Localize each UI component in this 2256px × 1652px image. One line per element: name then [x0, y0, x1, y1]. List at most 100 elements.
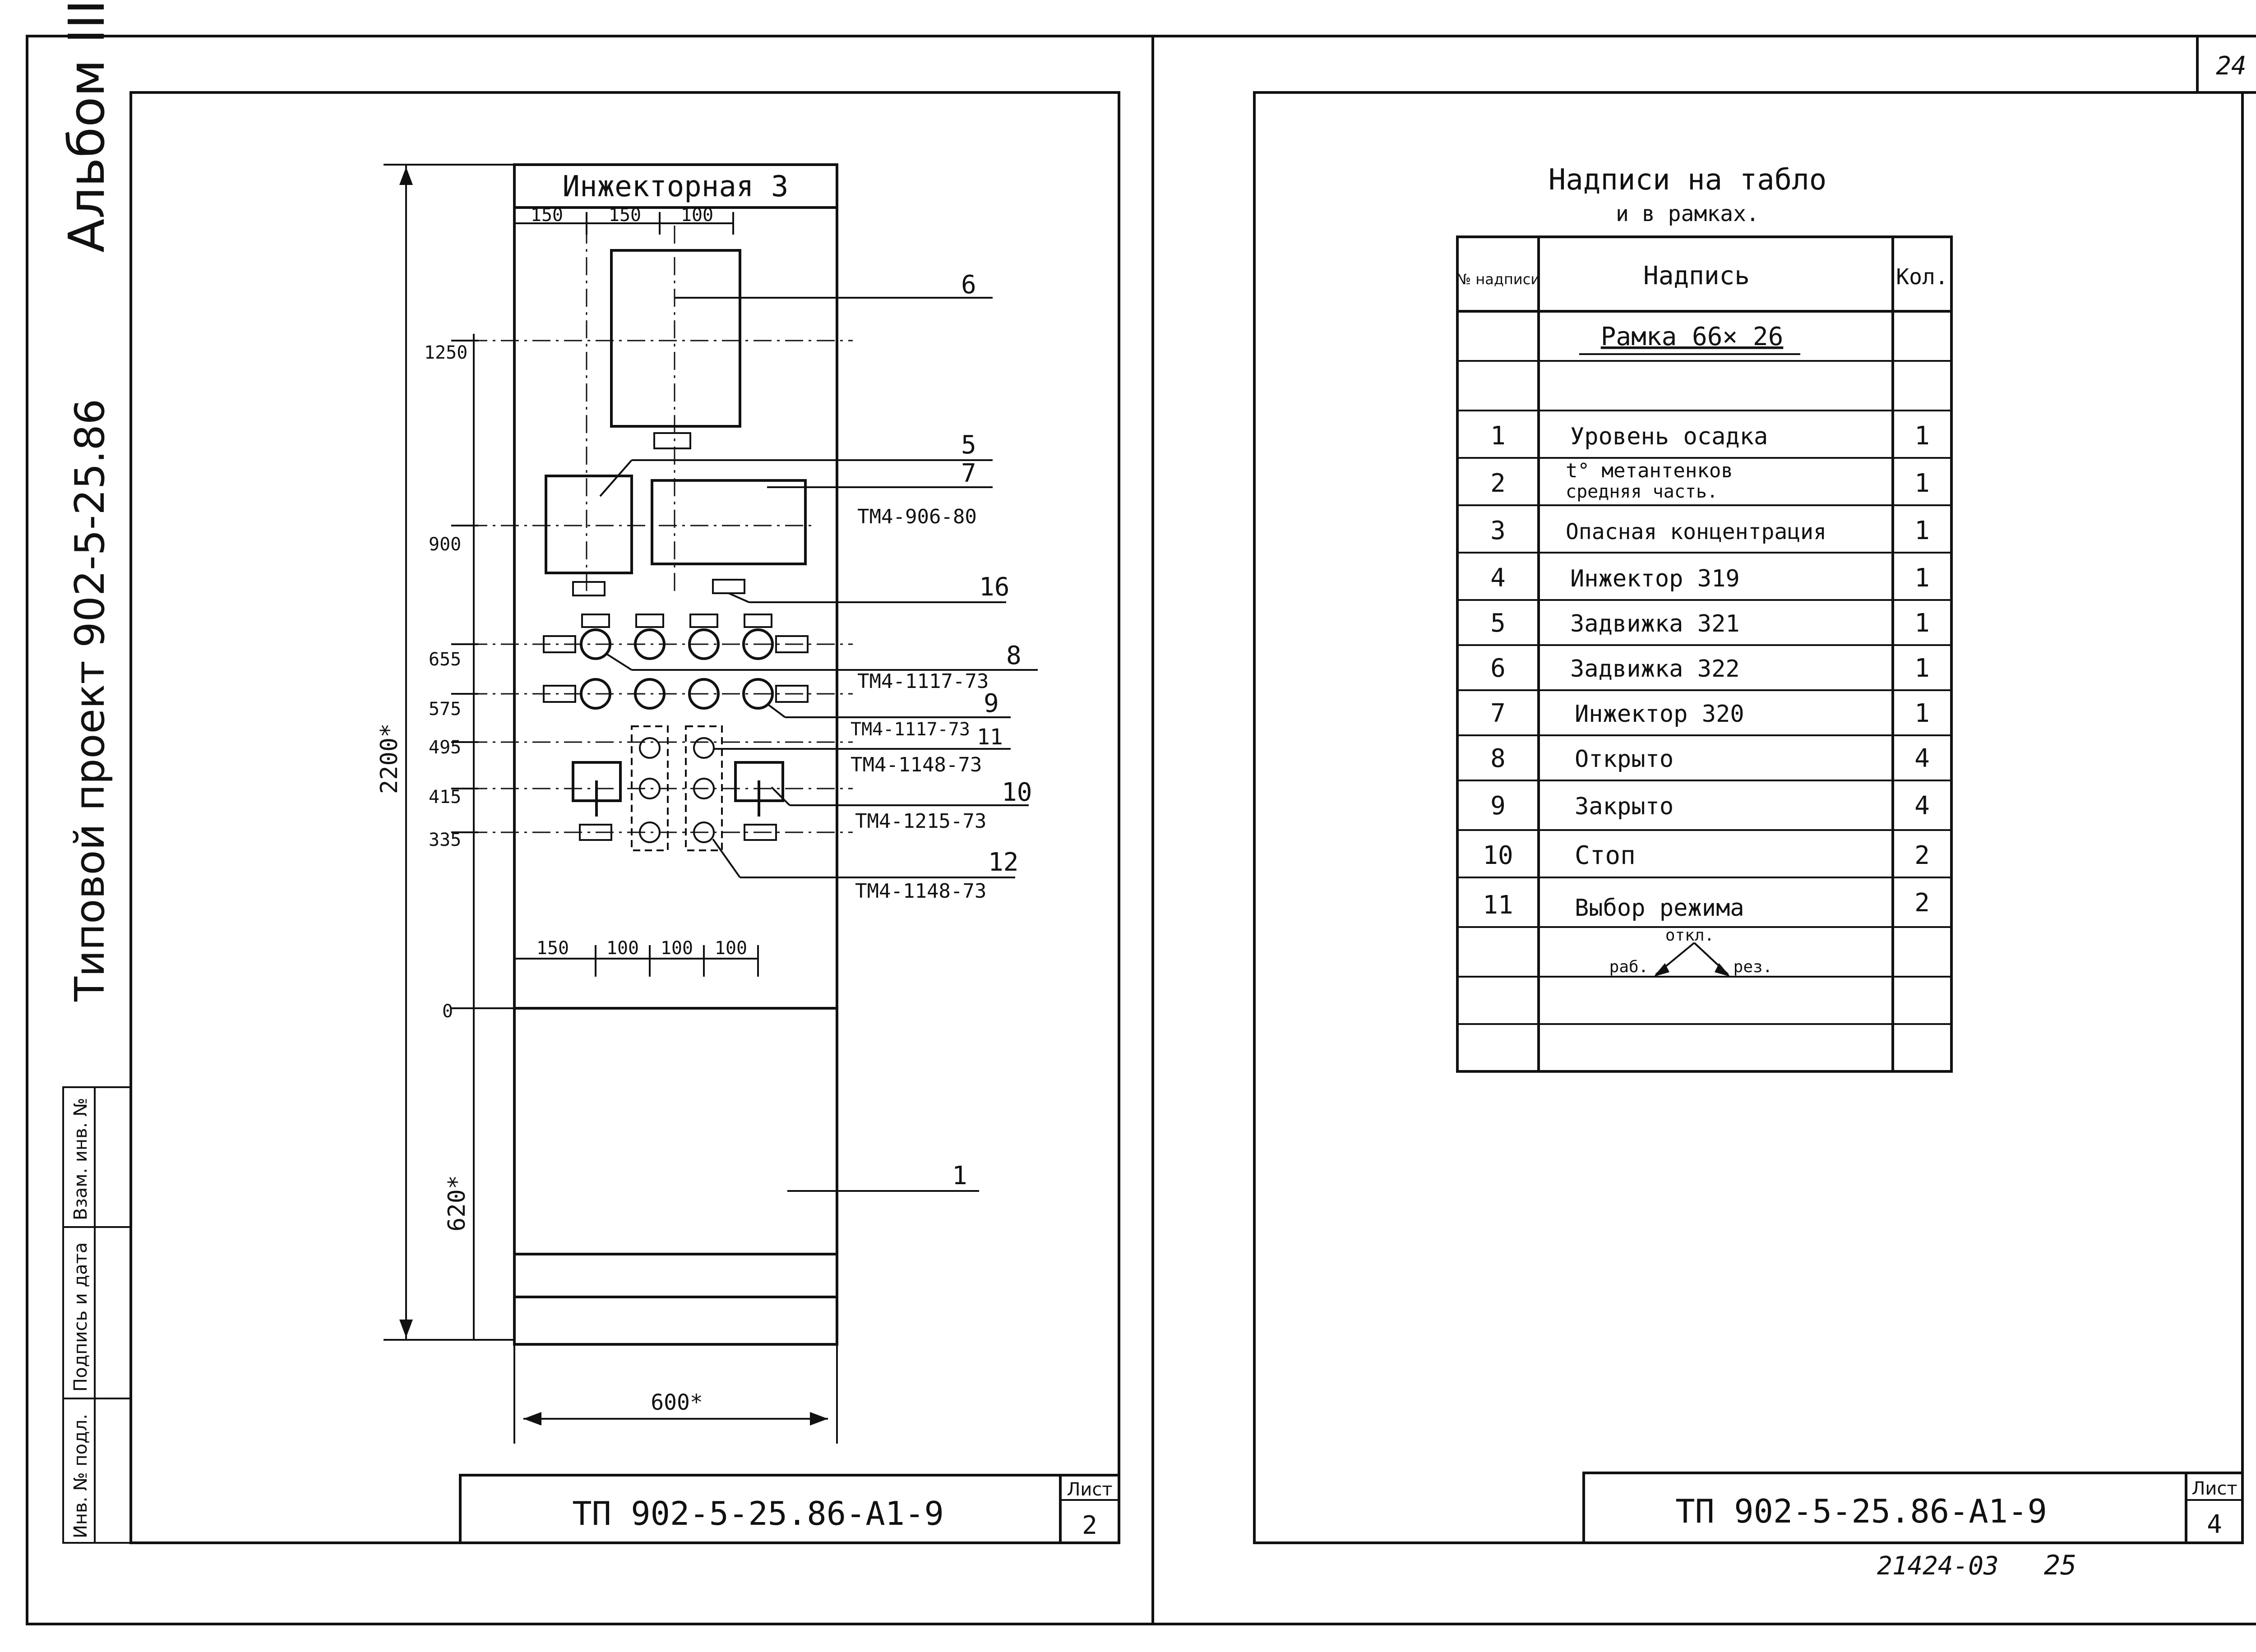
signature-date-label: Подпись и дата: [70, 1242, 91, 1392]
row-3-number: 3: [1490, 516, 1506, 545]
album-label: Альбом III: [58, 0, 116, 253]
panel-outline: [513, 163, 838, 1346]
header-number: № надписи: [1456, 271, 1540, 288]
row-5-qty: 1: [1914, 609, 1930, 638]
button-row-upper: [469, 614, 853, 660]
bottom-dim-3: 100: [661, 938, 693, 959]
height-mark-1250: 1250: [424, 342, 467, 363]
row-9-qty: 4: [1914, 791, 1930, 821]
right-sheet: 24 Надписи на табло и в рамках. №: [1253, 35, 2256, 1581]
row-4-text: Инжектор 319: [1570, 565, 1740, 592]
height-mark-495: 495: [429, 737, 461, 758]
callouts: 6 5 7 ТМ4-906-80 16 8 ТМ4-1117-73 9 ТМ4-…: [599, 270, 1038, 1192]
row-11-qty: 2: [1914, 888, 1930, 918]
right-sheet-label: Лист: [2191, 1478, 2237, 1499]
row-3-qty: 1: [1914, 516, 1930, 545]
height-mark-0: 0: [442, 1001, 453, 1022]
panel-drawing: Инжекторная 3 150 150 100: [469, 163, 853, 1444]
selector-off: откл.: [1665, 926, 1714, 945]
device-label-6: ТМ4-1148-73: [855, 880, 986, 903]
instrument-7: [651, 479, 807, 565]
callout-12: 12: [988, 848, 1018, 877]
left-sheet-label: Лист: [1067, 1479, 1112, 1500]
callout-7: 7: [961, 459, 976, 488]
device-label-5: ТМ4-1215-73: [855, 810, 986, 833]
row-3-text: Опасная концентрация: [1566, 519, 1826, 545]
row-8-number: 8: [1490, 744, 1506, 773]
switch-block: [469, 725, 853, 851]
table-heading-line1: Надписи на табло: [1549, 163, 1827, 197]
row-2-number: 2: [1490, 469, 1506, 498]
bottom-dim-2: 100: [606, 938, 639, 959]
row-1-text: Уровень осадка: [1570, 423, 1768, 450]
row-11-text: Выбор режима: [1575, 895, 1744, 922]
row-2-text: t° метантенков: [1566, 459, 1733, 482]
left-sheet: Альбом III Типовой проект 902-5-25.86 Ин…: [58, 0, 1120, 1544]
overall-height: 2200*: [376, 723, 403, 794]
archive-page: 25: [2044, 1550, 2076, 1581]
header-inscription: Надпись: [1643, 261, 1750, 291]
row-6-qty: 1: [1914, 654, 1930, 683]
row-10-number: 10: [1483, 841, 1513, 870]
sheet-number: 24: [2216, 51, 2246, 81]
project-label: Типовой проект 902-5-25.86: [66, 399, 114, 1002]
overall-width: 600*: [651, 1390, 703, 1415]
right-title-block: ТП 902-5-25.86-А1-9 Лист 4: [1582, 1472, 2244, 1544]
table-heading-line2: и в рамках.: [1616, 201, 1759, 226]
device-label-2: ТМ4-1117-73: [857, 670, 989, 693]
callout-5: 5: [961, 430, 976, 460]
top-dim-3: 100: [681, 205, 713, 226]
row-7-number: 7: [1490, 699, 1506, 728]
bottom-dim-4: 100: [715, 938, 747, 959]
right-drawing-code: ТП 902-5-25.86-А1-9: [1675, 1492, 2047, 1530]
inventory-stamp: Инв. № подл. Подпись и дата Взам. инв. №: [62, 1086, 132, 1544]
row-5-number: 5: [1490, 609, 1506, 638]
bottom-dim-1: 150: [536, 938, 569, 959]
row-10-text: Стоп: [1575, 841, 1636, 870]
height-mark-655: 655: [429, 649, 461, 670]
inventory-original-label: Инв. № подл.: [70, 1414, 91, 1538]
callout-16: 16: [979, 572, 1009, 602]
large-instrument: [610, 249, 741, 428]
row-10-qty: 2: [1914, 841, 1930, 870]
row-7-qty: 1: [1914, 699, 1930, 728]
row-4-qty: 1: [1914, 563, 1930, 593]
selector-reserve: рез.: [1734, 958, 1773, 976]
button-row-lower: [469, 678, 853, 710]
row-6-text: Задвижка 322: [1570, 655, 1740, 683]
row-5-text: Задвижка 321: [1570, 610, 1740, 637]
right-page-border: [1151, 35, 2256, 1625]
device-label-4: ТМ4-1148-73: [851, 753, 982, 776]
lower-height: 620*: [444, 1175, 471, 1232]
instrument-5: [545, 475, 633, 574]
row-1-number: 1: [1490, 421, 1506, 451]
archive-number: 21424-03: [1877, 1551, 1999, 1581]
right-sheet-number: 4: [2207, 1510, 2222, 1539]
mode-selector-symbol: откл. раб. рез.: [1609, 926, 1773, 977]
callout-8: 8: [1006, 641, 1022, 670]
row-11-number: 11: [1483, 891, 1513, 920]
replaced-inventory-label: Взам. инв. №: [70, 1098, 91, 1220]
row-8-qty: 4: [1914, 744, 1930, 773]
row-9-number: 9: [1490, 791, 1506, 821]
height-mark-900: 900: [429, 534, 461, 555]
left-sheet-number: 2: [1082, 1511, 1097, 1540]
device-label-1: ТМ4-906-80: [857, 505, 977, 528]
height-mark-415: 415: [429, 787, 461, 808]
selector-work: раб.: [1609, 958, 1649, 976]
callout-10: 10: [1002, 778, 1032, 807]
top-dim-2: 150: [609, 205, 641, 226]
row-6-number: 6: [1490, 654, 1506, 683]
callout-6: 6: [961, 270, 976, 300]
frame-caption: Рамка 66× 26: [1601, 322, 1784, 351]
header-quantity: Кол.: [1896, 264, 1948, 290]
callout-9: 9: [984, 689, 999, 718]
device-label-3: ТМ4-1117-73: [851, 719, 970, 740]
row-1-qty: 1: [1914, 421, 1930, 451]
row-9-text: Закрыто: [1575, 793, 1674, 820]
row-7-text: Инжектор 320: [1575, 701, 1744, 728]
top-dim-1: 150: [531, 205, 563, 226]
inscriptions-table: № надписи Надпись Кол. Рамка 66× 26 1 Ур…: [1456, 235, 1953, 1073]
vertical-dimensions: 2200* 620* 1250 900 655 575 495 415 335 …: [376, 164, 514, 1341]
